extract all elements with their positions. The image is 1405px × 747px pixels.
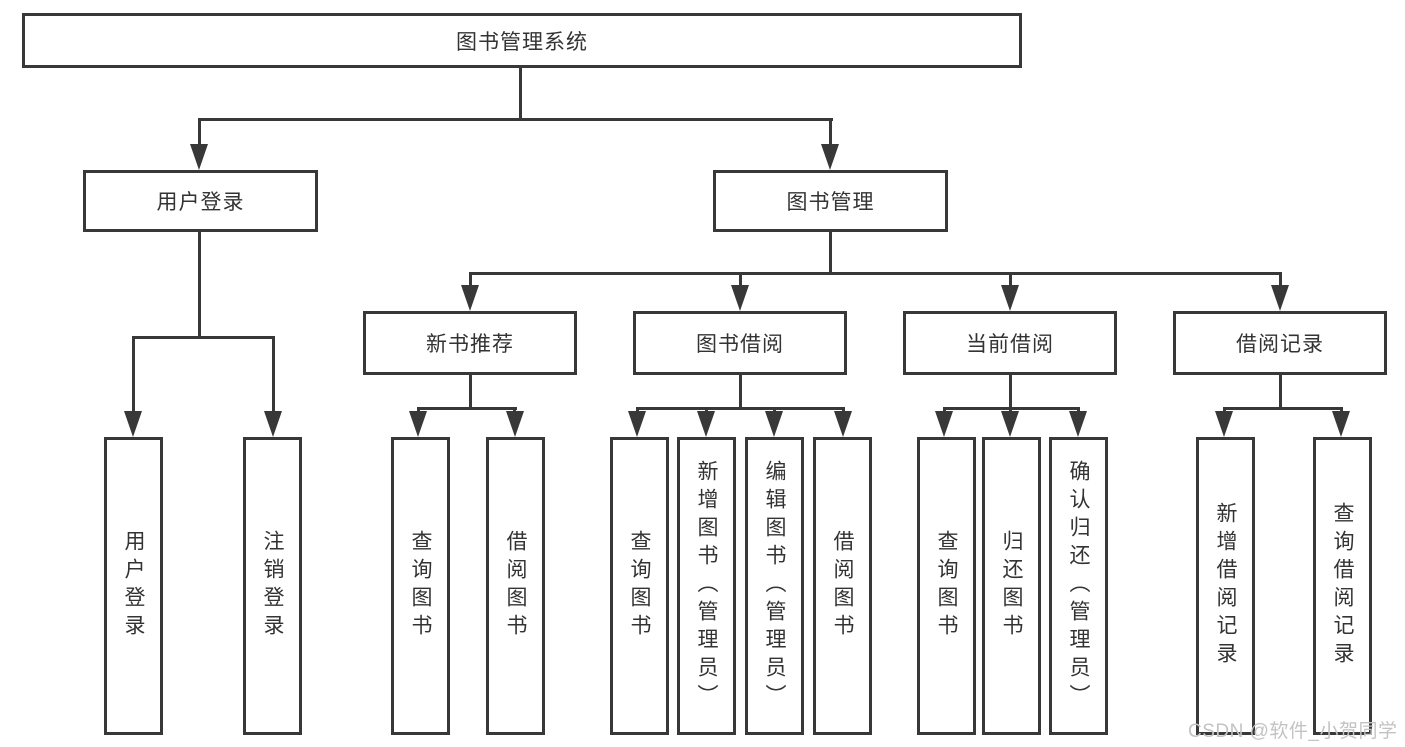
leaf-logout: 注销登录: [243, 437, 302, 735]
arrow-down-icon: [461, 285, 479, 311]
arrow-down-icon: [1069, 411, 1087, 437]
arrow-down-icon: [1001, 411, 1019, 437]
watermark: CSDN @软件_小贺同学: [1188, 721, 1398, 742]
leaf-user-login: 用户登录: [104, 437, 163, 735]
leaf-edit-book-admin: 编辑图书（管理员）: [745, 437, 804, 735]
leaf-query-book-1: 查询图书: [391, 437, 450, 735]
node-user-login: 用户登录: [83, 170, 318, 232]
connector-to-book-borrow: [739, 272, 742, 288]
connector-nbr-branch: [417, 407, 517, 410]
leaf-return-book-label: 归还图书: [1000, 530, 1023, 642]
leaf-query-book-2: 查询图书: [610, 437, 669, 735]
connector-to-leaf-user-login: [132, 336, 135, 414]
node-borrow-records-label: 借阅记录: [1236, 333, 1324, 356]
leaf-add-book-admin-label: 新增图书（管理员）: [695, 460, 718, 712]
arrow-down-icon: [124, 411, 142, 437]
leaf-borrow-book-2-label: 借阅图书: [831, 530, 854, 642]
connector-root-branch: [198, 118, 833, 121]
leaf-query-borrow-record: 查询借阅记录: [1313, 437, 1372, 735]
connector-to-current-borrow: [1009, 272, 1012, 288]
arrow-down-icon: [1271, 285, 1289, 311]
connector-book-mgmt-branch: [469, 272, 1282, 275]
arrow-down-icon: [935, 411, 953, 437]
node-book-borrow-label: 图书借阅: [696, 333, 784, 356]
leaf-edit-book-admin-label: 编辑图书（管理员）: [763, 460, 786, 712]
node-current-borrow: 当前借阅: [903, 311, 1117, 375]
connector-user-login-stem: [198, 232, 201, 339]
connector-to-leaf-logout: [272, 336, 275, 414]
node-new-book-recommend-label: 新书推荐: [426, 333, 514, 356]
connector-to-book-mgmt: [829, 118, 832, 146]
arrow-down-icon: [264, 411, 282, 437]
connector-root-stem: [519, 68, 522, 118]
arrow-down-icon: [697, 411, 715, 437]
arrow-down-icon: [821, 144, 839, 170]
connector-user-login-branch: [132, 336, 275, 339]
connector-to-borrow-record: [1279, 272, 1282, 288]
arrow-down-icon: [506, 411, 524, 437]
node-book-borrow: 图书借阅: [633, 311, 847, 375]
node-book-management-label: 图书管理: [786, 191, 875, 214]
leaf-query-book-2-label: 查询图书: [628, 530, 651, 642]
leaf-borrow-book-1: 借阅图书: [486, 437, 545, 735]
connector-nbr-stem: [469, 375, 472, 410]
arrow-down-icon: [1332, 411, 1350, 437]
connector-to-user-login: [198, 118, 201, 146]
node-root: 图书管理系统: [22, 13, 1022, 68]
arrow-down-icon: [1215, 411, 1233, 437]
leaf-borrow-book-2: 借阅图书: [813, 437, 872, 735]
connector-bb-stem: [739, 375, 742, 410]
node-new-book-recommend: 新书推荐: [363, 311, 577, 375]
arrow-down-icon: [1001, 285, 1019, 311]
leaf-add-book-admin: 新增图书（管理员）: [677, 437, 736, 735]
node-root-label: 图书管理系统: [456, 30, 588, 54]
leaf-return-book: 归还图书: [982, 437, 1041, 735]
leaf-query-book-3-label: 查询图书: [935, 530, 958, 642]
leaf-query-borrow-record-label: 查询借阅记录: [1331, 502, 1354, 670]
node-book-management: 图书管理: [713, 170, 948, 232]
leaf-query-book-3: 查询图书: [917, 437, 976, 735]
arrow-down-icon: [628, 411, 646, 437]
arrow-down-icon: [190, 144, 208, 170]
leaf-user-login-label: 用户登录: [122, 530, 145, 642]
leaf-logout-label: 注销登录: [261, 530, 284, 642]
connector-br-stem: [1279, 375, 1282, 410]
connector-to-new-book-rec: [469, 272, 472, 288]
arrow-down-icon: [409, 411, 427, 437]
leaf-confirm-return-admin-label: 确认归还（管理员）: [1067, 460, 1090, 712]
leaf-confirm-return-admin: 确认归还（管理员）: [1049, 437, 1108, 735]
node-borrow-records: 借阅记录: [1173, 311, 1387, 375]
node-current-borrow-label: 当前借阅: [966, 333, 1054, 356]
leaf-borrow-book-1-label: 借阅图书: [504, 530, 527, 642]
arrow-down-icon: [834, 411, 852, 437]
leaf-add-borrow-record: 新增借阅记录: [1196, 437, 1255, 735]
arrow-down-icon: [731, 285, 749, 311]
arrow-down-icon: [765, 411, 783, 437]
connector-book-mgmt-stem: [829, 232, 832, 275]
connector-br-branch: [1223, 407, 1343, 410]
connector-bb-branch: [636, 407, 845, 410]
node-user-login-label: 用户登录: [156, 191, 245, 214]
connector-cb-stem: [1009, 375, 1012, 410]
leaf-add-borrow-record-label: 新增借阅记录: [1214, 502, 1237, 670]
leaf-query-book-1-label: 查询图书: [409, 530, 432, 642]
